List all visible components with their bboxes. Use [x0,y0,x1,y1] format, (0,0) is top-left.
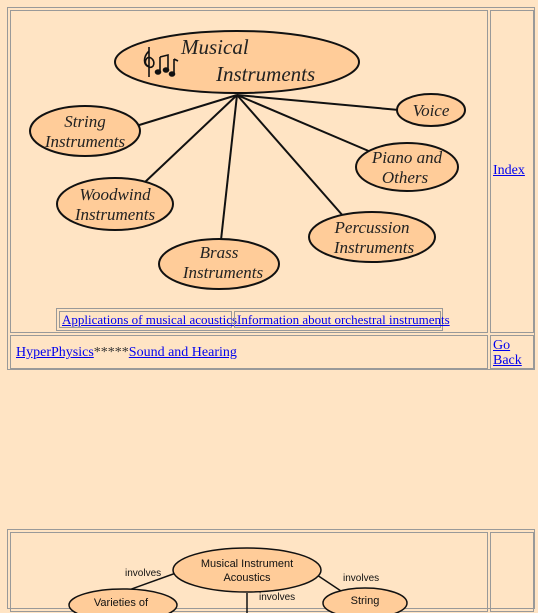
map-connectors [135,94,400,241]
go-back-cell: Go Back [490,335,534,369]
connector-piano [236,94,372,153]
percussion-label-line2: Instruments [333,238,415,257]
main-frame: Musical Instruments String Instruments W… [7,7,535,370]
node-brass-instruments[interactable]: Brass Instruments [158,238,280,290]
string-label-line2: Instruments [44,132,126,151]
node-musical-instruments[interactable]: Musical Instruments [114,30,360,94]
second-frame: involves involves involves Musical Instr… [7,529,535,613]
node-musical-instrument-acoustics[interactable]: Musical Instrument Acoustics [172,547,322,593]
concept-map-cell: Musical Instruments String Instruments W… [10,10,488,333]
applications-cell: Applications of musical acoustics [59,311,237,328]
acoustics-map: involves involves involves Musical Instr… [68,547,408,613]
footer-nav: HyperPhysics*****Sound and Hearing [16,345,237,361]
edge-label-right: involves [343,573,379,584]
acoustics-map-cell: involves involves involves Musical Instr… [10,532,488,613]
acoustics-connector-left [125,572,177,592]
string2-label: String [351,595,380,607]
edge-label-left: involves [125,568,161,579]
node-string-instruments[interactable]: String Instruments [29,105,141,157]
applications-link[interactable]: Applications of musical acoustics [62,312,238,327]
edge-label-mid: involves [259,592,295,603]
acoustics-label-line2: Acoustics [223,572,271,584]
second-index-cell [490,532,534,612]
connector-woodwind [143,94,238,184]
woodwind-label-line2: Instruments [74,205,156,224]
connector-string [135,94,238,127]
piano-label-line1: Piano and [371,148,443,167]
sound-hearing-link[interactable]: Sound and Hearing [128,345,237,360]
related-links-table: Applications of musical acoustics Inform… [56,308,450,331]
acoustics-label-line1: Musical Instrument [201,558,293,570]
hyperphysics-link[interactable]: HyperPhysics [16,345,94,360]
node-varieties[interactable]: Varieties of [68,588,178,613]
brass-label-line2: Instruments [182,263,264,282]
connector-brass [220,94,238,241]
information-cell: Information about orchestral instruments [234,311,450,328]
index-cell: Index [490,10,534,333]
node-piano-and-others[interactable]: Piano and Others [355,142,459,192]
node-percussion-instruments[interactable]: Percussion Instruments [308,211,436,263]
piano-label-line2: Others [382,168,429,187]
concept-map: Musical Instruments String Instruments W… [29,30,466,290]
voice-label: Voice [413,101,450,120]
center-label-line1: Musical [180,35,249,59]
string-label-line1: String [64,112,106,131]
node-woodwind-instruments[interactable]: Woodwind Instruments [56,177,174,231]
footer-separator: ***** [93,345,129,360]
percussion-label-line1: Percussion [334,218,410,237]
center-label-line2: Instruments [215,62,315,86]
node-voice[interactable]: Voice [396,93,466,127]
brass-label-line1: Brass [200,243,239,262]
go-back-link[interactable]: Go Back [493,338,522,368]
music-notes-icon [143,47,179,77]
connector-voice [236,94,400,111]
woodwind-label-line1: Woodwind [79,185,151,204]
footer-cell: HyperPhysics*****Sound and Hearing [10,335,488,369]
node-string[interactable]: String [322,587,408,613]
index-link[interactable]: Index [493,163,525,178]
varieties-label: Varieties of [94,597,149,609]
orchestral-info-link[interactable]: Information about orchestral instruments [237,312,450,327]
connector-percussion [236,94,345,218]
acoustics-connector-right [316,574,342,592]
